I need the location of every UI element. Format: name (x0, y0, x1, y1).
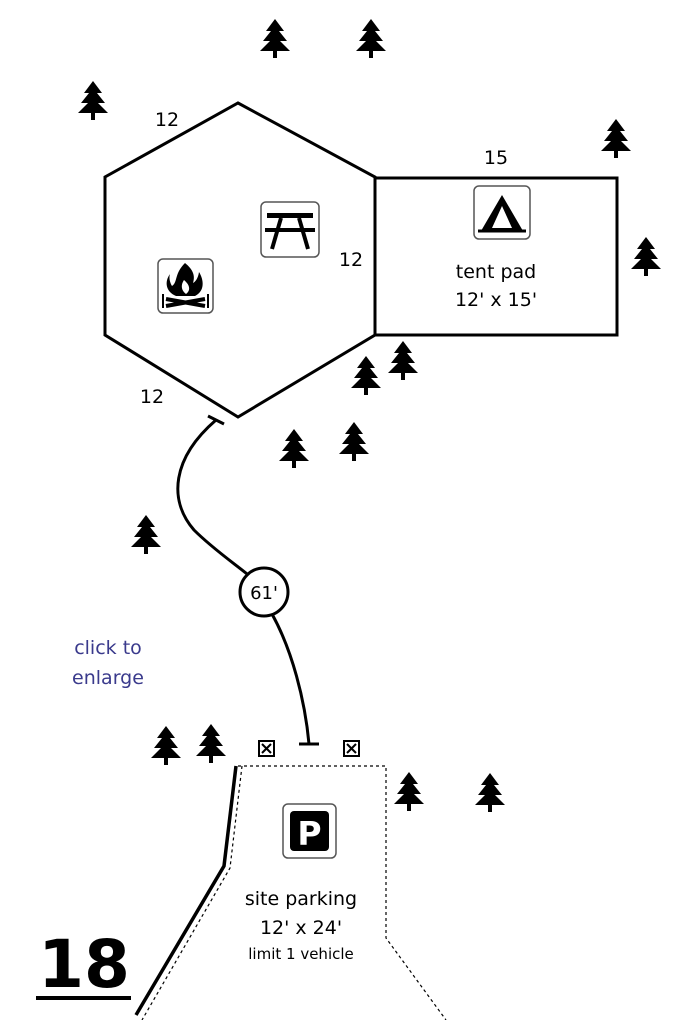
tent-pad (373, 176, 619, 337)
tree-icon (339, 422, 369, 461)
tree-icon (394, 772, 424, 811)
tree-icon (260, 19, 290, 58)
tree-icon (356, 19, 386, 58)
parking-size: 12' x 24' (260, 917, 342, 939)
tree-icon (388, 341, 418, 380)
tree-icon (351, 356, 381, 395)
svg-text:P: P (297, 814, 321, 853)
shelter-side-bottom-label: 12 (140, 386, 164, 408)
tent-icon (473, 185, 531, 240)
distance-label: 61' (250, 583, 278, 604)
tree-icon (475, 773, 505, 812)
tree-icon (131, 515, 161, 554)
site-number: 18 (38, 926, 130, 1003)
enlarge-link-line2[interactable]: enlarge (72, 667, 144, 689)
parking-label: site parking (245, 888, 357, 910)
distance-marker: 61' (238, 566, 290, 618)
tree-icon (151, 726, 181, 765)
trail-path (176, 414, 319, 746)
boundary-marker-icon (258, 740, 275, 757)
parking-area (134, 765, 447, 1020)
tree-icon (279, 429, 309, 468)
parking-icon: P (282, 803, 337, 859)
enlarge-link-line1[interactable]: click to (74, 637, 142, 659)
enlarge-link[interactable]: click to enlarge (72, 637, 144, 689)
shelter-hexagon (103, 101, 377, 419)
boundary-marker-icon (343, 740, 360, 757)
shelter-side-top-label: 12 (155, 109, 179, 131)
tree-icon (601, 119, 631, 158)
tent-pad-size: 12' x 15' (455, 289, 537, 311)
tree-icon (196, 724, 226, 763)
tree-icon (631, 237, 661, 276)
tent-pad-side-top-label: 15 (484, 147, 508, 169)
tree-icon (78, 81, 108, 120)
parking-note: limit 1 vehicle (248, 945, 354, 963)
campfire-icon (157, 258, 214, 314)
picnic-table-icon (260, 201, 320, 258)
tent-pad-label: tent pad (456, 261, 536, 283)
shelter-side-right-label: 12 (339, 249, 363, 271)
